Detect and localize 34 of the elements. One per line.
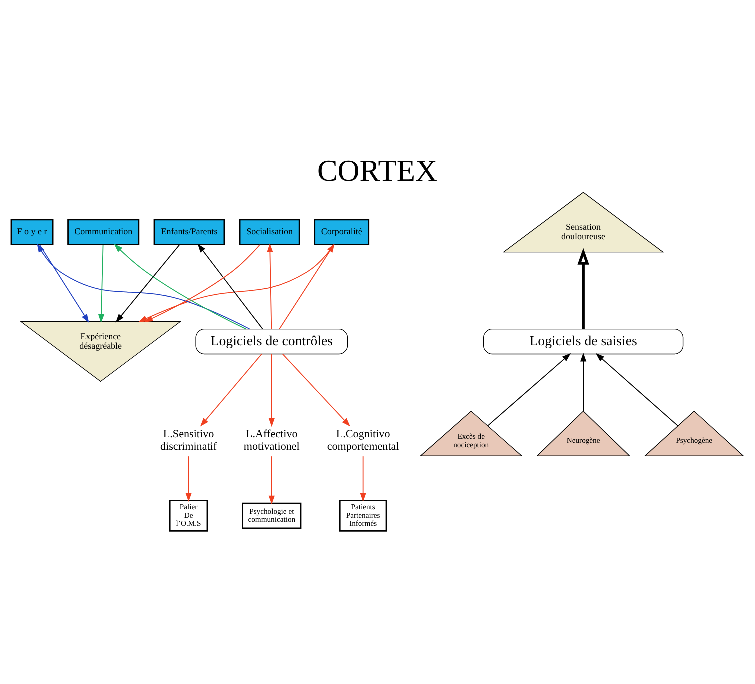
node-box: Logiciels de saisies (483, 328, 684, 354)
node-box: F o y e r (10, 218, 54, 246)
node-box: Palier De l’O.M.S (169, 500, 208, 532)
arrow (98, 244, 105, 323)
arrow (360, 456, 366, 502)
arrow (279, 243, 335, 330)
arrow (596, 352, 679, 426)
arrow (488, 352, 572, 426)
arrow (144, 244, 260, 322)
arrow (198, 243, 264, 330)
node-text: L.Sensitivo discriminatif (160, 428, 218, 453)
arrow (580, 352, 587, 412)
arrow (116, 244, 180, 322)
arrow (200, 353, 262, 426)
node-box: Logiciels de contrôles (196, 328, 348, 354)
arrow (282, 353, 350, 426)
arrow (114, 244, 247, 330)
diagram-title: CORTEX (317, 153, 438, 188)
node-box: Patients Partenaires Informés (339, 500, 388, 532)
arrow (267, 243, 274, 330)
arrow (37, 243, 250, 330)
arrow (186, 456, 192, 502)
node-box: Psychologie et communication (242, 502, 302, 529)
node-box: Enfants/Parents (154, 218, 226, 246)
arrow (268, 456, 275, 504)
arrow (39, 244, 90, 322)
node-box: Socialisation (239, 218, 300, 246)
arrow (578, 248, 590, 329)
node-text: L.Cognitivo comportemental (327, 428, 400, 453)
node-box: Corporalité (314, 218, 370, 246)
node-box: Communication (68, 218, 140, 246)
arrow (138, 244, 335, 322)
arrow (268, 353, 275, 427)
node-text: L.Affectivo motivationel (244, 428, 300, 453)
